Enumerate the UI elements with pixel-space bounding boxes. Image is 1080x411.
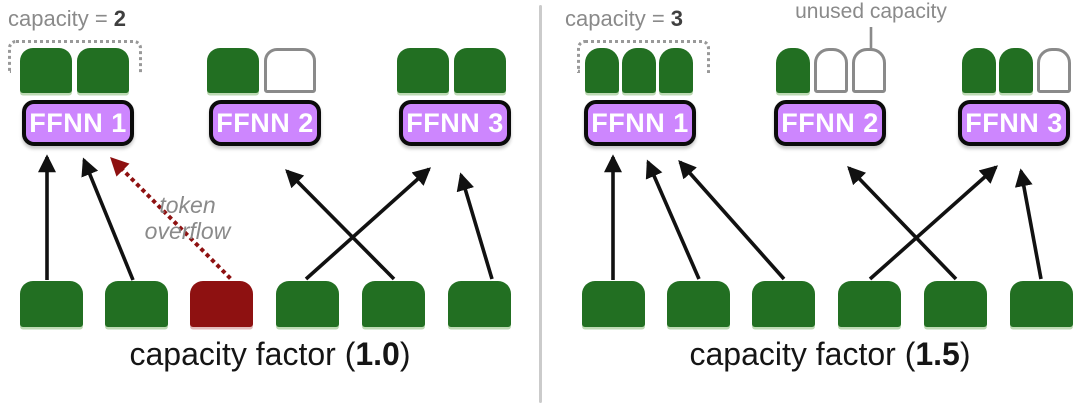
caption-suffix: ) bbox=[959, 336, 971, 372]
input-token bbox=[924, 281, 987, 327]
input-token bbox=[838, 281, 901, 327]
capacity-slot-filled bbox=[776, 48, 810, 93]
expert-box-ffnn3: FFNN 3 bbox=[958, 100, 1070, 146]
capacity-slot-filled bbox=[962, 48, 996, 93]
input-token bbox=[667, 281, 730, 327]
capacity-slot-filled bbox=[999, 48, 1033, 93]
capacity-slot-filled bbox=[397, 48, 449, 93]
expert-box-ffnn3: FFNN 3 bbox=[399, 100, 511, 146]
capacity-slot-unused bbox=[814, 48, 848, 93]
capacity-slot-filled bbox=[454, 48, 506, 93]
capacity-value: 3 bbox=[670, 6, 684, 31]
input-token bbox=[582, 281, 645, 327]
input-token bbox=[1010, 281, 1073, 327]
capacity-slot-filled bbox=[77, 48, 129, 93]
input-token bbox=[448, 281, 511, 327]
expert-box-ffnn2: FFNN 2 bbox=[209, 100, 321, 146]
route-arrow-right-token2-ffnn1 bbox=[645, 159, 701, 280]
caption-value: 1.0 bbox=[355, 336, 400, 372]
route-arrow-right-token4-ffnn3 bbox=[868, 165, 999, 281]
panel-caption: capacity factor (1.5) bbox=[630, 336, 1030, 373]
capacity-slot-filled bbox=[659, 48, 693, 93]
unused-capacity-note: unused capacity bbox=[795, 0, 947, 23]
capacity-slot-unused bbox=[1037, 48, 1071, 93]
capacity-label: capacity = 3 bbox=[565, 6, 683, 32]
expert-label: FFNN 1 bbox=[29, 107, 127, 138]
capacity-slot-unused bbox=[852, 48, 886, 93]
panel-caption: capacity factor (1.0) bbox=[70, 336, 470, 373]
capacity-slot-filled bbox=[207, 48, 259, 93]
panel-divider bbox=[539, 5, 542, 403]
expert-label: FFNN 2 bbox=[216, 107, 314, 138]
capacity-bracket bbox=[8, 40, 142, 73]
overflow-route-arrow-left-token3-ffnn1 bbox=[109, 156, 232, 280]
input-token bbox=[362, 281, 425, 327]
input-token bbox=[276, 281, 339, 327]
capacity-slot-filled bbox=[622, 48, 656, 93]
expert-label: FFNN 3 bbox=[965, 107, 1063, 138]
expert-label: FFNN 1 bbox=[591, 107, 689, 138]
route-arrow-right-token6-ffnn3 bbox=[1014, 168, 1043, 280]
expert-label: FFNN 2 bbox=[781, 107, 879, 138]
route-arrow-right-token5-ffnn2 bbox=[847, 166, 958, 281]
capacity-value: 2 bbox=[113, 6, 127, 31]
expert-box-ffnn1: FFNN 1 bbox=[22, 100, 134, 146]
expert-box-ffnn2: FFNN 2 bbox=[774, 100, 886, 146]
capacity-slot-filled bbox=[20, 48, 72, 93]
capacity-slot-filled bbox=[585, 48, 619, 93]
input-token bbox=[20, 281, 83, 327]
caption-value: 1.5 bbox=[915, 336, 960, 372]
capacity-label: capacity = 2 bbox=[8, 6, 126, 32]
route-arrow-left-token2-ffnn1 bbox=[81, 157, 135, 281]
expert-box-ffnn1: FFNN 1 bbox=[584, 100, 696, 146]
expert-label: FFNN 3 bbox=[406, 107, 504, 138]
input-token bbox=[105, 281, 168, 327]
route-arrow-left-token5-ffnn2 bbox=[285, 169, 396, 281]
caption-text: capacity factor ( bbox=[129, 336, 356, 372]
capacity-bracket bbox=[577, 40, 710, 73]
capacity-label-text: capacity = bbox=[565, 6, 671, 31]
input-token bbox=[752, 281, 815, 327]
overflow-token bbox=[190, 281, 253, 327]
capacity-label-text: capacity = bbox=[8, 6, 114, 31]
caption-text: capacity factor ( bbox=[689, 336, 916, 372]
caption-suffix: ) bbox=[399, 336, 411, 372]
route-arrow-left-token6-ffnn3 bbox=[456, 172, 494, 280]
route-arrow-right-token3-ffnn1 bbox=[678, 159, 786, 281]
capacity-slot-unused bbox=[264, 48, 316, 93]
token-overflow-note: token overflow bbox=[144, 192, 231, 244]
route-arrow-left-token4-ffnn3 bbox=[304, 167, 432, 281]
